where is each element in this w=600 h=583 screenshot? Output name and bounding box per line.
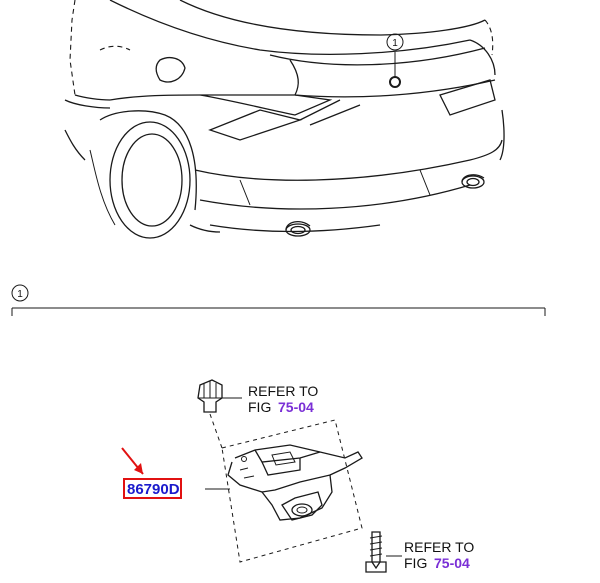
fig-label-lower: FIG xyxy=(404,555,427,571)
assembly-outline xyxy=(209,413,363,563)
red-arrow-icon xyxy=(134,463,143,474)
reference-note-lower: REFER TO FIG 75-04 xyxy=(404,539,474,571)
fig-label-upper: FIG xyxy=(248,399,271,415)
screw-part-lower xyxy=(365,531,402,573)
part-number-86790D[interactable]: 86790D xyxy=(127,481,180,498)
callout-top-number: 1 xyxy=(392,38,398,49)
section-callout-number: 1 xyxy=(17,289,23,300)
clip-part-upper xyxy=(197,379,242,413)
refer-to-label-upper: REFER TO xyxy=(248,383,318,399)
section-header: 1 xyxy=(11,284,546,316)
part-number-callout[interactable]: 86790D xyxy=(121,447,182,499)
reference-note-upper: REFER TO FIG 75-04 xyxy=(248,383,318,415)
rear-camera-assembly xyxy=(205,444,363,521)
callout-top: 1 xyxy=(386,33,404,51)
part-number-highlight xyxy=(123,478,182,499)
refer-to-label-lower: REFER TO xyxy=(404,539,474,555)
fig-link-lower[interactable]: 75-04 xyxy=(434,555,470,571)
fig-link-upper[interactable]: 75-04 xyxy=(278,399,314,415)
car-rear-illustration xyxy=(64,0,505,239)
